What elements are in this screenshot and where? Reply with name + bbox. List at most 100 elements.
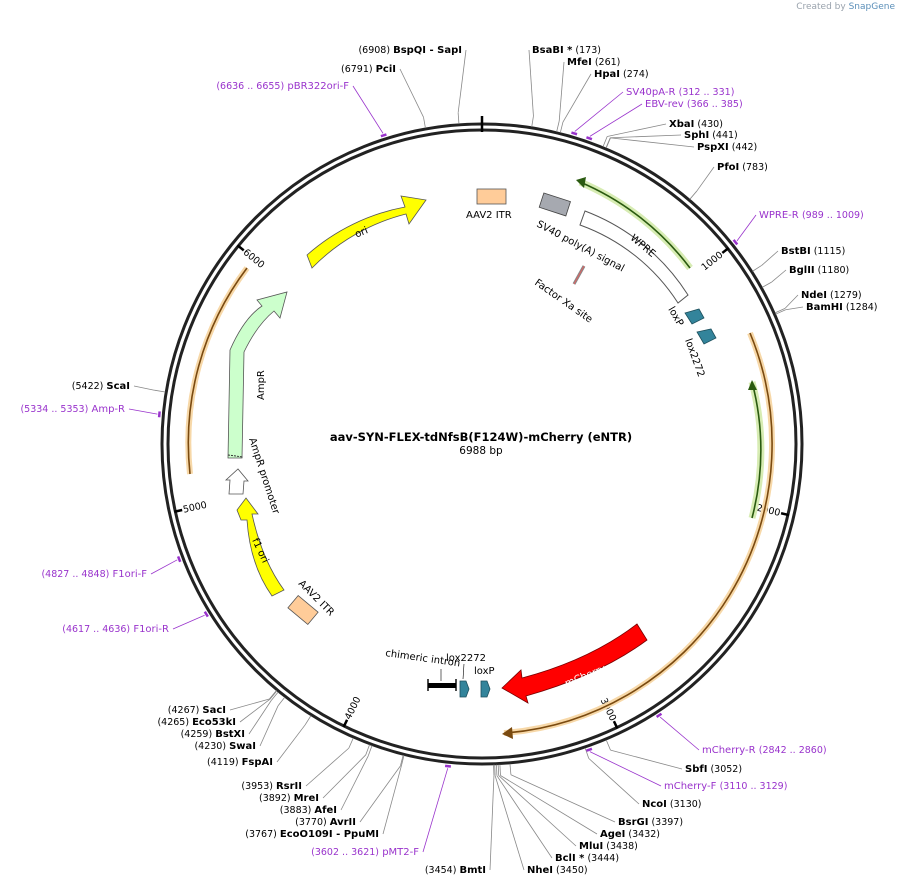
primer-label: (3602 .. 3621) pMT2-F [311,847,419,858]
site-tick [775,309,786,315]
site-extra: - PpuMI [333,829,379,840]
site-tick [689,190,698,200]
primer-mark [571,131,578,136]
green-arc-top-core [579,181,691,269]
ampr-promoter-feature [224,468,249,495]
site-tick [531,115,534,127]
credit-prefix: Created by [796,2,846,12]
ampr-divider [227,454,244,458]
primer-mark [176,555,182,563]
site-pos: (3444) [584,853,619,864]
factor-xa-core [573,265,585,285]
site-tick [367,745,373,757]
site-pos: (4119) [207,757,242,768]
site-name: RsrII [276,781,302,792]
site-tick [365,744,370,756]
tick-label: 4000 [343,695,364,722]
primer-leader [589,751,662,787]
site-name: HpaI [594,69,620,80]
site-label: PfoI (783) [717,162,768,173]
site-leader [785,306,804,311]
site-leader [399,68,424,118]
site-pos: (3052) [707,764,742,775]
primer-mark [203,611,209,618]
primer-name: F1ori-F [113,569,148,580]
site-tick [277,696,286,707]
primer-mark [732,239,739,246]
site-name: BsaBI * [532,45,573,56]
primer-range: (366 .. 385) [687,99,743,110]
site-name: NcoI [642,799,667,810]
site-label: (4119) FspAI [207,757,273,768]
site-leader [500,775,598,835]
lox2272-top-label: lox2272 [682,337,706,378]
primer-range: (312 .. 331) [679,87,735,98]
site-label: (4267) SacI [168,705,226,716]
green-arc-right-head [748,380,757,390]
site-name: MreI [294,793,319,804]
aav2-itr-top-label: AAV2 ITR [466,210,512,221]
site-tick [269,690,277,700]
primer-label: (4617 .. 4636) F1ori-R [62,624,169,635]
site-leader [558,61,565,122]
loxp-bottom-label: loxP [474,666,495,677]
wpre-feature [579,210,689,304]
site-name: EcoO109I [280,829,333,840]
primer-range: (4827 .. 4848) [41,569,109,580]
site-pos: (3883) [280,805,315,816]
site-label: XbaI (430) [669,119,723,130]
snapgene-brand: SnapGene [848,2,895,12]
site-name: PspXI [697,142,729,153]
site-leader [610,137,695,148]
site-label: (6908) BspQI - SapI [358,45,462,56]
site-pos: (3438) [603,841,638,852]
site-label: BsaBI * (173) [532,45,601,56]
primer-label: SV40pA-R (312 .. 331) [626,87,734,98]
site-pos: (3767) [245,829,280,840]
site-tick [584,747,590,759]
site-name: SacI [202,705,226,716]
primer-mark [586,747,593,752]
ampr-feature [227,291,288,459]
site-tick [774,308,786,314]
primer-name: SV40pA-R [626,87,675,98]
site-pos: (1180) [815,265,850,276]
site-name: BglII [789,265,815,276]
site-name: BstBI [781,246,811,257]
site-pos: (6791) [341,64,376,75]
site-tick [423,117,426,129]
site-leader [489,775,495,871]
site-pos: (4230) [194,741,229,752]
site-name: BsrGI [618,817,648,828]
loxp-bottom-feature [480,680,491,698]
lox2272-top-feature [696,328,717,345]
orf-arc-right-core [505,332,773,734]
site-leader [359,765,401,823]
site-label: PspXI (442) [697,142,757,153]
site-leader [239,699,271,723]
primer-leader [736,214,757,242]
site-label: AgeI (3432) [600,829,660,840]
site-label: BstBI (1115) [781,246,845,257]
tick-label: 5000 [182,500,208,516]
site-label: (3892) MreI [259,793,319,804]
site-tick [497,764,500,776]
site-tick [154,389,166,393]
site-tick [400,755,405,767]
site-leader [784,294,799,309]
site-label: BamHI (1284) [806,302,878,313]
primer-range: (6636 .. 6655) [216,81,284,92]
site-label: MluI (3438) [579,841,638,852]
primer-name: mCherry-F [664,781,717,792]
tick-mark [612,720,619,729]
green-arc-right-core [751,381,762,519]
site-leader [229,698,270,711]
site-leader [528,49,534,117]
tick-mark [236,244,245,252]
plasmid-size: 6988 bp [459,445,503,457]
ori-feature [306,195,427,269]
site-pos: (1115) [811,246,846,257]
tick-mark [780,512,790,517]
site-leader [340,755,369,811]
site-label: MfeI (261) [567,57,620,68]
